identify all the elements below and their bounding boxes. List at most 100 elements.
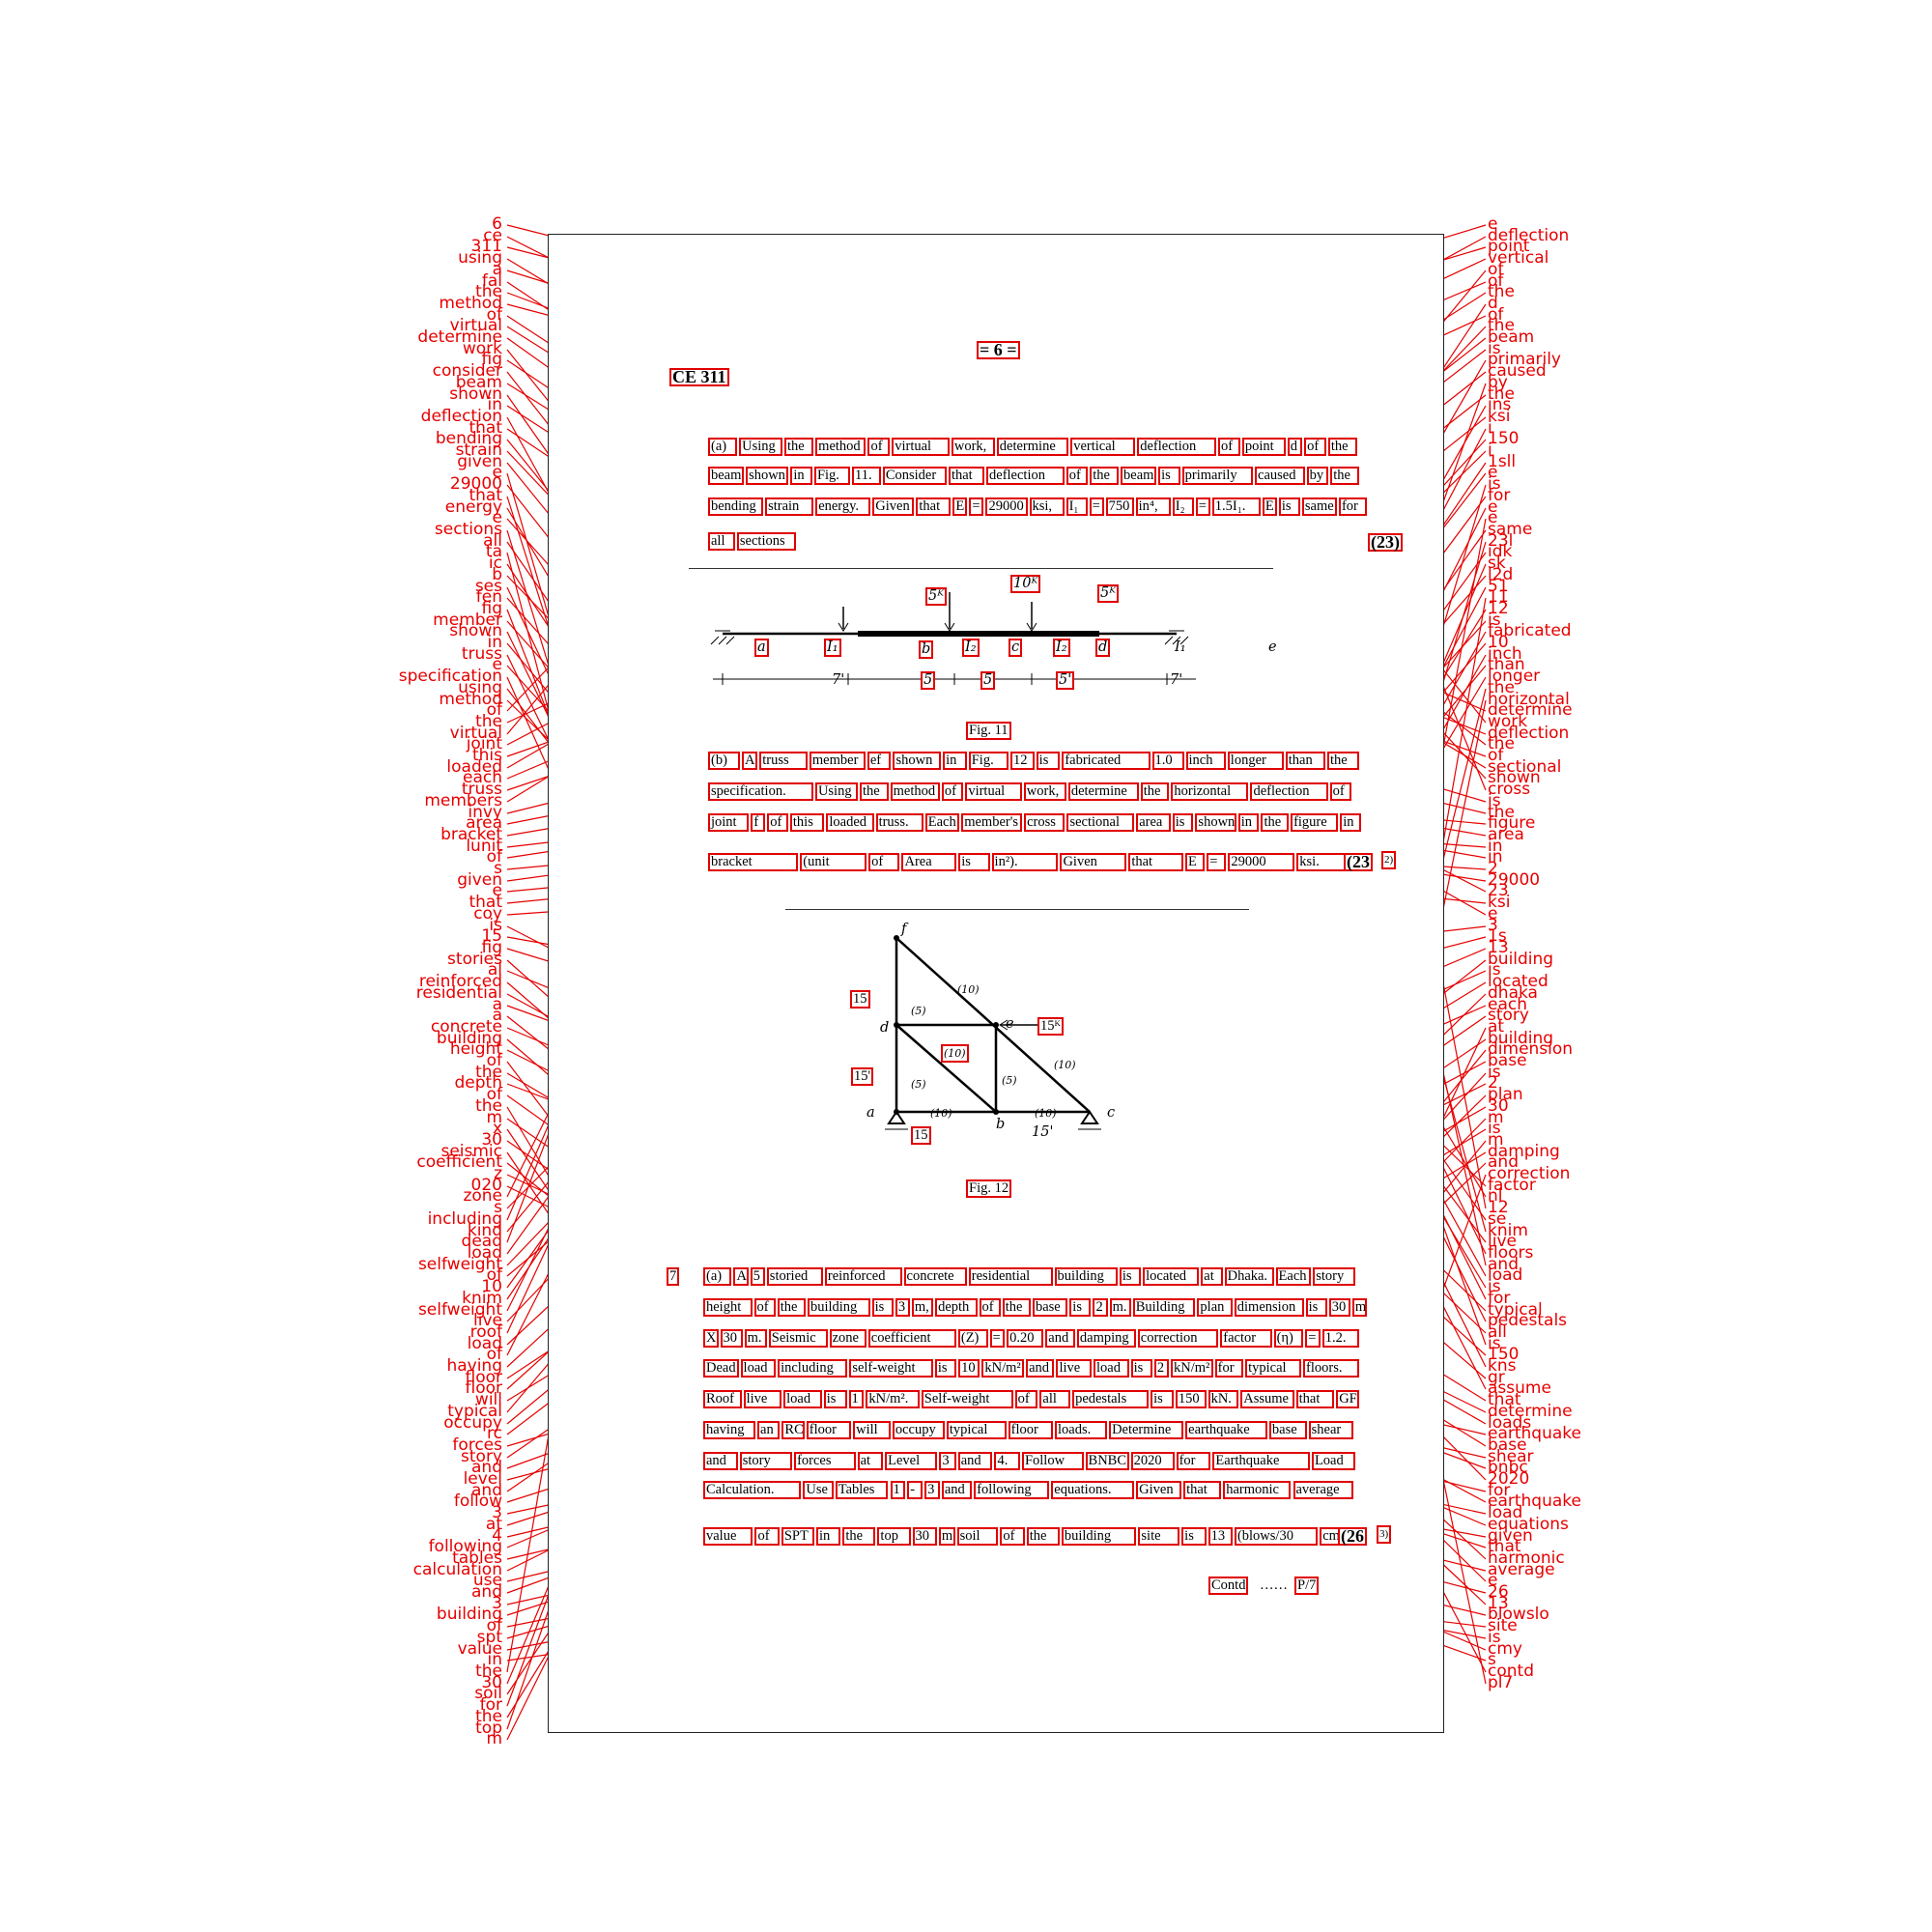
q1a-line2-word: that: [948, 467, 985, 485]
dim-label-5: 7': [1170, 672, 1183, 688]
q2-line2-word: height: [703, 1298, 753, 1317]
annotation-label: l2d: [1488, 564, 1514, 584]
annotation-label: 3: [492, 1503, 502, 1523]
q1a-line3-word: energy.: [815, 497, 871, 516]
annotation-label: roof: [469, 1321, 502, 1342]
q1b-line1-word: longer: [1227, 752, 1284, 770]
annotation-label: specification: [398, 667, 502, 687]
q2-line3-word: damping: [1076, 1329, 1136, 1348]
q2-line5-word: Self-weight: [921, 1390, 1013, 1408]
annotation-label: ksi: [1488, 406, 1511, 426]
q2-line7-word: Follow: [1021, 1452, 1084, 1470]
annotation-label: joint: [466, 734, 502, 754]
q2-line8-word: 3: [924, 1481, 940, 1499]
annotation-label: blowslo: [1488, 1605, 1549, 1625]
q2-line8-word: average: [1293, 1481, 1353, 1499]
annotation-label: beam: [455, 372, 502, 392]
figure-top-rule: [689, 568, 1273, 569]
annotation-label: the: [475, 1095, 502, 1116]
q1a-line3-word: for: [1338, 497, 1367, 516]
annotation-label: using: [458, 248, 502, 269]
annotation-label: and: [471, 1582, 502, 1603]
annotation-label: level: [463, 1469, 502, 1490]
q2-line3-word: 0.20: [1007, 1329, 1044, 1348]
q2-line5-word: is: [823, 1390, 847, 1408]
truss-dim-2: 15: [911, 1126, 931, 1145]
q2-line4-word: including: [778, 1359, 848, 1378]
annotation-label: of: [1488, 270, 1504, 291]
node-a-label: a: [867, 1105, 875, 1121]
node-c-label: c: [1009, 639, 1023, 657]
annotation-label: vertical: [1488, 248, 1549, 269]
annotation-label: in: [1488, 847, 1503, 867]
q1b-line3-word: this: [789, 813, 825, 832]
annotation-label: 6: [492, 214, 502, 234]
annotation-label: load: [467, 1242, 502, 1263]
dim-label-2: 5: [921, 671, 936, 690]
annotation-label: for: [1488, 1288, 1511, 1308]
annotation-label: bracket: [440, 824, 502, 844]
dim-label-1: 7': [832, 672, 845, 688]
q2-line2-word: of: [979, 1298, 1001, 1317]
q1b-line2-word: of: [1329, 782, 1351, 801]
annotation-label: occupy: [443, 1412, 502, 1433]
annotation-label: 3: [1488, 915, 1498, 935]
q1b-line4-word: Area: [901, 853, 957, 871]
annotation-label: members: [424, 790, 502, 810]
q2-line1-word: reinforced: [824, 1267, 902, 1286]
annotation-label: pedestals: [1488, 1311, 1568, 1331]
annotation-label: 30: [481, 1672, 502, 1692]
annotation-label: primarily: [1488, 350, 1561, 370]
annotation-label: sk: [1488, 554, 1506, 574]
q2-line3-word: coefficient: [867, 1329, 956, 1348]
q2-line6-word: an: [757, 1421, 781, 1439]
annotation-label: the: [1488, 677, 1515, 697]
annotation-label: inch: [1488, 643, 1522, 664]
q1b-line4-word: is: [958, 853, 990, 871]
q1b-line4-word: bracket: [708, 853, 799, 871]
q1a-line3-word: Given: [872, 497, 915, 516]
q2-line9-word: 13: [1208, 1527, 1233, 1546]
annotation-label: 311: [470, 237, 502, 257]
q2-line8-word: Given: [1136, 1481, 1182, 1499]
q2-line1-word: Dhaka.: [1224, 1267, 1274, 1286]
marks-5b-suffix: 2): [1381, 851, 1397, 869]
q1a-line1-word: deflection: [1137, 438, 1217, 456]
q2-line4-word: typical: [1245, 1359, 1302, 1378]
annotation-label: concrete: [430, 1016, 502, 1037]
question-number: 7: [667, 1267, 680, 1286]
q1b-line2-word: horizontal: [1171, 782, 1249, 801]
q2-line3-word: m.: [744, 1329, 767, 1348]
q1b-line1-word: (b): [708, 752, 740, 770]
annotation-label: that: [1488, 1390, 1521, 1410]
annotation-label: invy: [468, 802, 502, 822]
annotation-label: building: [1488, 1028, 1554, 1048]
q2-line5-word: all: [1039, 1390, 1071, 1408]
node-c-label: c: [1107, 1105, 1116, 1121]
annotation-label: fabricated: [1488, 621, 1572, 641]
annotation-label: by: [1488, 372, 1508, 392]
annotation-label: x: [492, 1119, 502, 1139]
q2-line8-word: equations.: [1051, 1481, 1135, 1499]
q1b-line3-word: Each: [924, 813, 960, 832]
q1b-line4-word: (unit: [800, 853, 867, 871]
marks-5b: (23: [1344, 853, 1373, 871]
annotation-label: depth: [454, 1073, 502, 1094]
annotation-label: e: [1488, 497, 1498, 517]
annotation-label: 26: [1488, 1582, 1509, 1603]
annotation-label: the: [1488, 802, 1515, 822]
q2-line9-word: of: [754, 1527, 780, 1546]
q2-line6-word: RC: [781, 1421, 805, 1439]
q1b-line2-word: specification.: [708, 782, 813, 801]
annotation-label: al: [487, 960, 502, 980]
annotation-label: 150: [1488, 429, 1520, 449]
annotation-label: in: [487, 633, 503, 653]
q1b-line3-word: joint: [708, 813, 750, 832]
q1a-line3-word: I₂: [1172, 497, 1194, 516]
area-label-3: (10): [941, 1044, 969, 1063]
q2-line1-word: story: [1313, 1267, 1355, 1286]
q1a-line2-word: caused: [1255, 467, 1305, 485]
q1b-line2-word: work,: [1023, 782, 1066, 801]
annotation-label: the: [1488, 734, 1515, 754]
annotation-label: shown: [449, 621, 502, 641]
